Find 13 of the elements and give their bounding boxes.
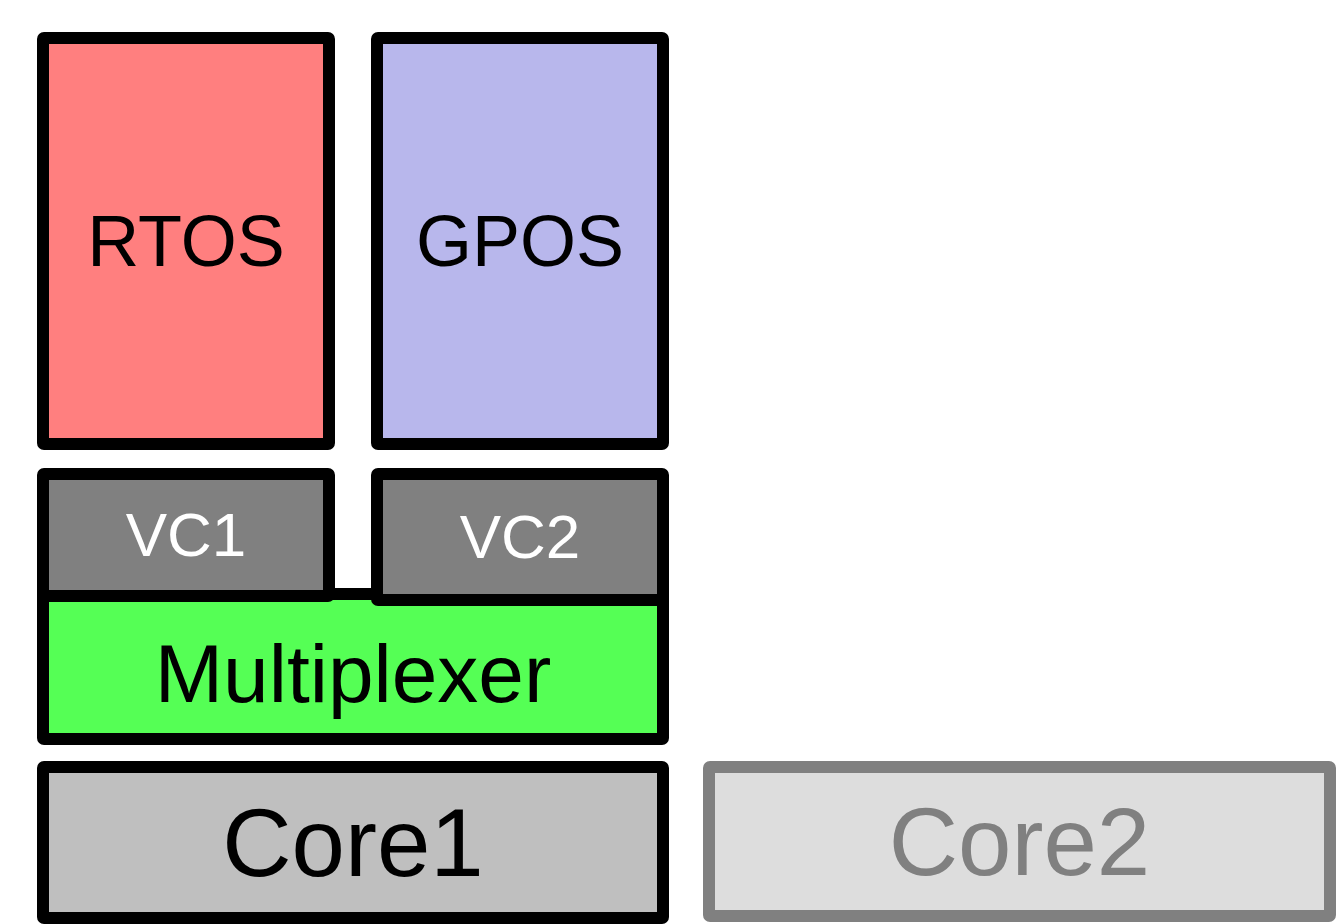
core-box bbox=[37, 761, 669, 924]
box-label: VC2 bbox=[459, 506, 581, 568]
box-label: RTOS bbox=[87, 205, 285, 277]
box-label: VC1 bbox=[125, 504, 247, 566]
core-box bbox=[703, 761, 1336, 922]
vc-box bbox=[371, 468, 669, 606]
box-label: Core2 bbox=[888, 793, 1151, 890]
multiplexer-box bbox=[37, 588, 669, 745]
box-label: GPOS bbox=[415, 205, 625, 277]
box-label: Core1 bbox=[222, 794, 484, 891]
os-box bbox=[371, 32, 669, 450]
os-box bbox=[37, 32, 335, 450]
vc-box bbox=[37, 468, 335, 602]
